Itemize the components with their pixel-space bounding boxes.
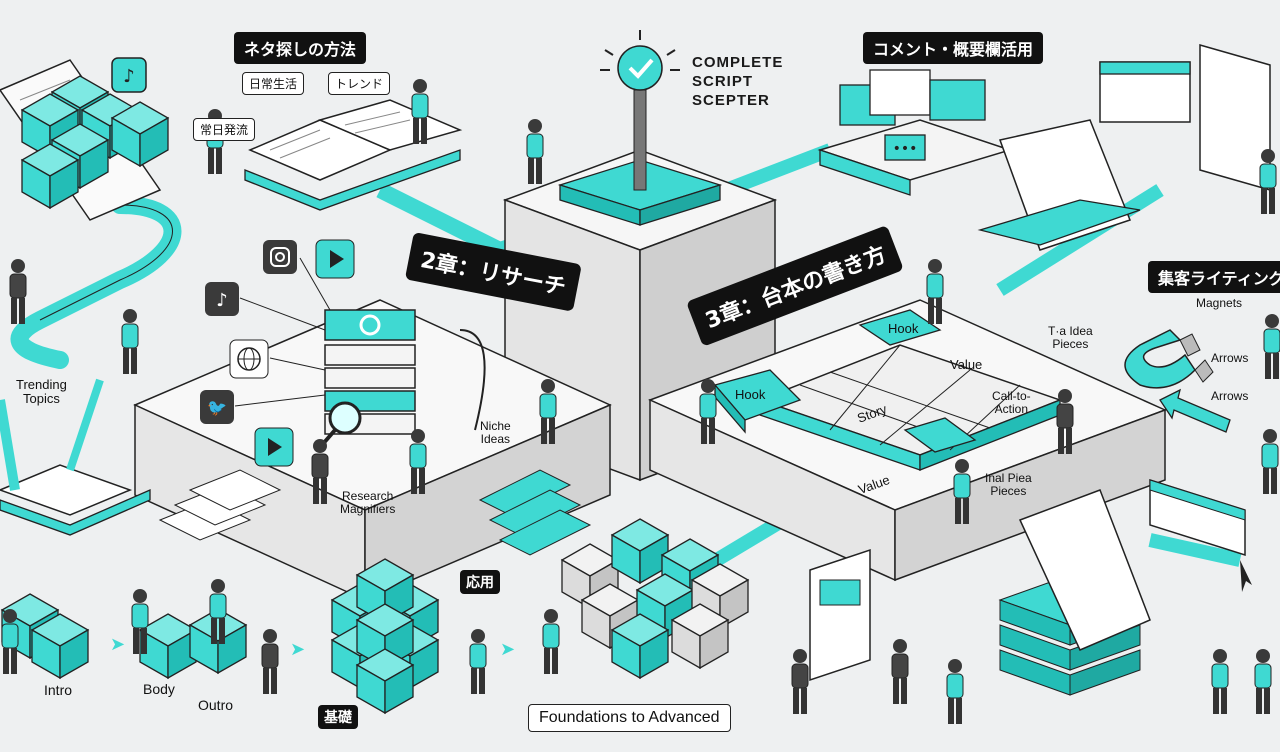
label-arrows-1: Arrows: [1211, 351, 1249, 365]
tag-comments-description: コメント・概要欄活用: [863, 32, 1044, 64]
youtube-icon: [254, 427, 294, 467]
label-call-to-action: Call-to- Action: [992, 389, 1031, 417]
tiktok-icon: ♪: [111, 57, 147, 93]
label-inal-piea-line2: Pieces: [990, 484, 1027, 499]
browser-window: [1149, 478, 1246, 557]
svg-text:➤: ➤: [290, 639, 305, 660]
whiteboard: [809, 548, 871, 682]
label-intro: Intro: [44, 682, 73, 698]
svg-text:🐦: 🐦: [207, 398, 227, 417]
globe-icon: [229, 339, 269, 379]
label-magnifiers: Magnifiers: [340, 502, 396, 517]
arrow-icon: [1159, 388, 1231, 433]
puzzle-piece-hook-left: [713, 369, 802, 434]
checkmark-icon: [628, 58, 654, 79]
tiktok-icon: ♪: [205, 282, 239, 316]
sceptre-title: COMPLETE SCRIPT SCEPTER: [692, 54, 783, 110]
tag-research-methods: ネタ探しの方法: [234, 32, 367, 64]
label-hook-left: Hook: [735, 387, 766, 402]
label-research-magnifiers: Research Magnifiers: [340, 489, 396, 517]
chat-bubbles-platform: •••: [817, 69, 1013, 196]
note-trend: トレンド: [328, 72, 391, 95]
label-trending: Trending: [16, 377, 67, 392]
chat-icon: [884, 134, 926, 161]
tag-attract-writing: 集客ライティング: [1148, 261, 1280, 293]
label-magnets: Magnets: [1196, 296, 1243, 310]
magnifier-icon: [328, 401, 362, 435]
label-idea-line1: T·a Idea: [1048, 324, 1093, 338]
cursor-icon: [1240, 560, 1252, 592]
tag-basics: 基礎: [318, 705, 358, 729]
label-trending-topics: Trending Topics: [16, 377, 67, 407]
label-inal-piea-line1: Inal Piea: [985, 471, 1032, 485]
database-server: [320, 309, 416, 447]
svg-text:➤: ➤: [110, 634, 125, 655]
sceptre-title-line2: SCRIPT: [692, 72, 754, 90]
twitter-icon: 🐦: [200, 390, 234, 424]
puzzle-board: [757, 344, 1063, 471]
label-action: Action: [994, 402, 1029, 417]
left-open-book: [0, 464, 151, 536]
label-body: Body: [143, 681, 175, 697]
label-niche-ideas: Niche Ideas: [480, 419, 511, 447]
label-foundations-to-advanced: Foundations to Advanced: [528, 704, 731, 732]
sceptre-title-line3: SCEPTER: [692, 91, 770, 109]
puzzle-piece-floating: [903, 417, 977, 453]
note-daily-discover: 常日発流: [193, 118, 256, 141]
stairs-left: [158, 469, 282, 541]
label-research: Research: [342, 489, 394, 503]
label-ideas: Ideas: [480, 432, 511, 447]
sceptre-title-line1: COMPLETE: [692, 54, 784, 71]
label-topics: Topics: [22, 391, 60, 407]
label-outro: Outro: [198, 697, 234, 713]
svg-text:♪: ♪: [216, 290, 228, 311]
label-idea-pieces: T·a Idea Pieces: [1048, 324, 1093, 352]
label-call-to: Call-to-: [992, 389, 1031, 403]
svg-text:♪: ♪: [123, 66, 135, 87]
stairs-center: [478, 469, 592, 556]
label-value-top: Value: [950, 357, 983, 372]
svg-text:➤: ➤: [500, 639, 515, 660]
gear-icon: [359, 314, 381, 336]
script-writing-platform: [648, 299, 1167, 582]
svg-text:•••: •••: [893, 141, 918, 157]
label-inal-piea: Inal Piea Pieces: [985, 471, 1032, 499]
right-documents: [977, 44, 1271, 251]
label-hook-top: Hook: [888, 321, 919, 336]
note-daily-life: 日常生活: [242, 72, 305, 95]
label-arrows-2: Arrows: [1211, 389, 1249, 403]
label-niche: Niche: [480, 419, 511, 433]
stacked-books: [998, 489, 1151, 696]
sceptre-icon: [600, 30, 680, 191]
tag-applied: 応用: [460, 570, 500, 594]
label-idea-line2: Pieces: [1052, 337, 1089, 352]
puzzle-piece-hook-top: [858, 309, 942, 346]
youtube-icon: [315, 239, 355, 279]
magnet-icon: [1124, 329, 1214, 389]
instagram-icon: [263, 240, 297, 274]
